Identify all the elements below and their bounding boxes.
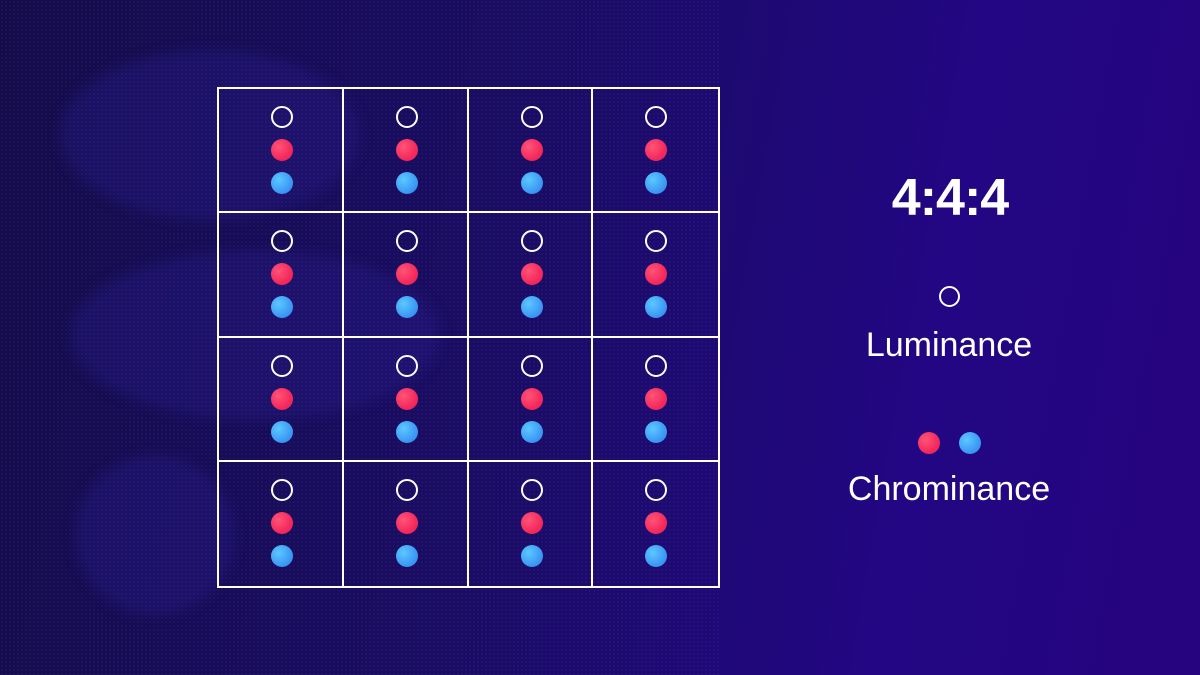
red-chrominance-sample-dot (395, 139, 418, 161)
red-chrominance-sample-dot (271, 387, 293, 410)
luminance-sample-dot (395, 354, 418, 377)
blue-chrominance-legend-icon (959, 432, 981, 454)
luminance-sample-dot (271, 354, 293, 377)
grid-cell (468, 213, 594, 338)
grid-cell (593, 89, 718, 214)
blue-chrominance-sample-dot (520, 544, 543, 567)
blue-chrominance-sample-dot (520, 296, 543, 319)
grid-cell (344, 461, 469, 586)
blue-chrominance-sample-dot (645, 544, 668, 567)
grid-cell (343, 89, 469, 214)
grid-cell (343, 213, 469, 338)
grid-cell (469, 461, 594, 586)
sampling-grid (217, 87, 720, 588)
background-shape (70, 250, 440, 420)
red-chrominance-sample-dot (271, 263, 293, 286)
luminance-sample-dot (271, 230, 293, 253)
grid-cell (468, 337, 594, 462)
luminance-sample-dot (520, 230, 543, 253)
luminance-legend-label: Luminance (865, 326, 1033, 364)
background-shape (75, 455, 235, 615)
grid-cell (219, 89, 344, 214)
luminance-sample-dot (395, 106, 418, 128)
red-chrominance-sample-dot (520, 387, 543, 410)
blue-chrominance-sample-dot (395, 420, 418, 443)
red-chrominance-sample-dot (271, 139, 293, 161)
luminance-sample-dot (520, 354, 543, 377)
luminance-sample-dot (645, 230, 668, 253)
blue-chrominance-sample-dot (645, 172, 668, 194)
chrominance-legend-label: Chrominance (847, 470, 1051, 508)
grid-cell (468, 89, 594, 214)
blue-chrominance-sample-dot (271, 420, 293, 443)
blue-chrominance-sample-dot (395, 296, 418, 319)
grid-cell (593, 213, 718, 338)
red-chrominance-legend-icon (918, 432, 940, 454)
sampling-ratio-title: 4:4:4 (891, 169, 1009, 227)
grid-cell (219, 337, 344, 462)
blue-chrominance-sample-dot (645, 420, 668, 443)
blue-chrominance-sample-dot (645, 296, 668, 319)
red-chrominance-sample-dot (645, 139, 668, 161)
red-chrominance-sample-dot (271, 511, 293, 534)
luminance-sample-dot (520, 106, 543, 128)
luminance-sample-dot (520, 478, 543, 501)
red-chrominance-sample-dot (520, 263, 543, 286)
background-shape (60, 50, 360, 220)
grid-cell (219, 213, 344, 338)
red-chrominance-sample-dot (395, 511, 418, 534)
luminance-sample-dot (645, 354, 668, 377)
blue-chrominance-sample-dot (395, 172, 418, 194)
luminance-legend-icon (939, 286, 960, 307)
blue-chrominance-sample-dot (520, 420, 543, 443)
luminance-sample-dot (271, 106, 293, 128)
red-chrominance-sample-dot (520, 139, 543, 161)
grid-cell (593, 338, 718, 462)
blue-chrominance-sample-dot (271, 172, 293, 194)
blue-chrominance-sample-dot (271, 296, 293, 319)
red-chrominance-sample-dot (520, 511, 543, 534)
red-chrominance-sample-dot (395, 387, 418, 410)
red-chrominance-sample-dot (395, 263, 418, 286)
luminance-sample-dot (271, 478, 293, 501)
grid-cell (219, 461, 344, 586)
grid-cell (343, 337, 469, 462)
luminance-sample-dot (645, 478, 668, 501)
luminance-sample-dot (395, 230, 418, 253)
luminance-sample-dot (645, 106, 668, 128)
blue-chrominance-sample-dot (271, 544, 293, 567)
red-chrominance-sample-dot (645, 263, 668, 286)
luminance-sample-dot (395, 478, 418, 501)
blue-chrominance-sample-dot (520, 172, 543, 194)
red-chrominance-sample-dot (645, 387, 668, 410)
grid-cell (593, 462, 718, 586)
blue-chrominance-sample-dot (395, 544, 418, 567)
red-chrominance-sample-dot (645, 511, 668, 534)
